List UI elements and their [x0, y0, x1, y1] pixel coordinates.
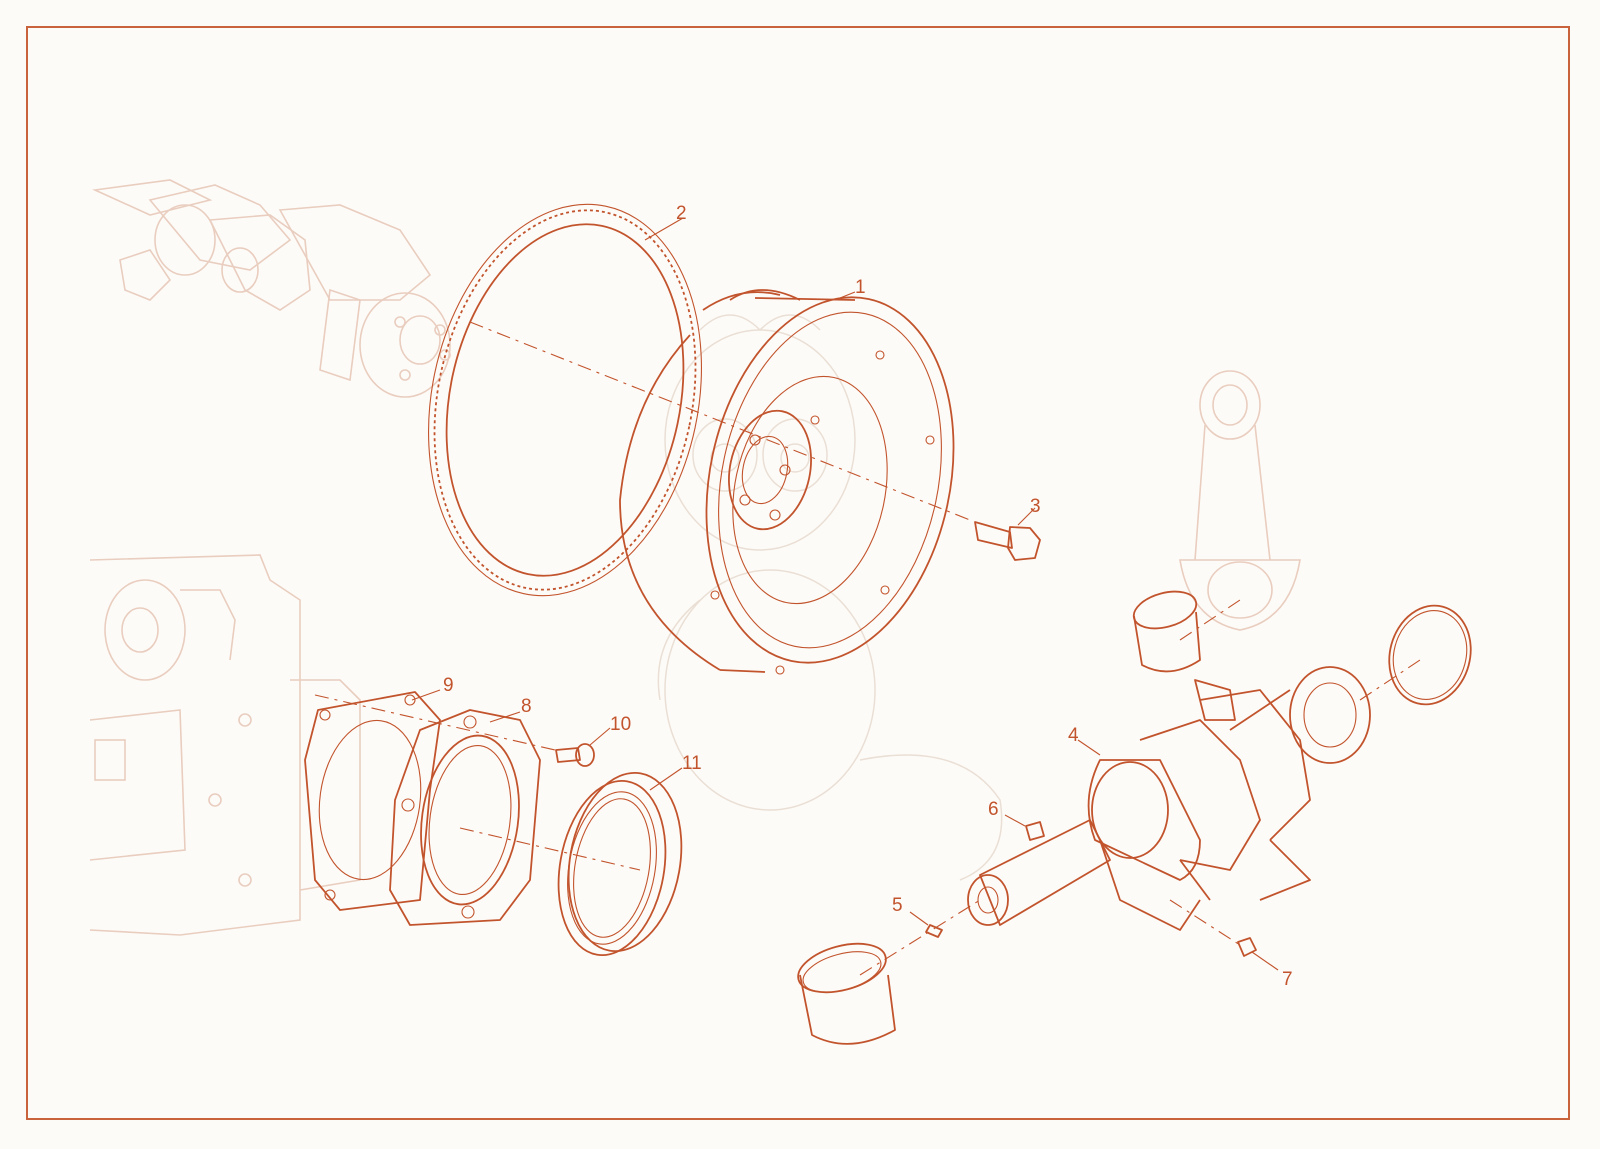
callout-8: 8	[521, 696, 532, 717]
flywheel-bolt	[974, 521, 1041, 561]
rear-oil-seal	[557, 771, 683, 957]
callout-11: 11	[682, 753, 702, 774]
callout-1: 1	[855, 277, 866, 298]
callout-2: 2	[676, 203, 687, 224]
rear-gasket	[304, 691, 441, 911]
callout-4: 4	[1068, 725, 1079, 746]
flywheel	[619, 289, 955, 675]
housing-bolt	[555, 743, 595, 767]
mascot-watermark	[657, 314, 1003, 881]
thrust-washer	[1388, 604, 1472, 706]
ring-gear	[427, 203, 703, 597]
bearing-shell-front	[797, 942, 896, 1045]
assembly-axes	[314, 321, 1421, 976]
callout-7: 7	[1282, 969, 1293, 990]
callout-3: 3	[1030, 496, 1041, 517]
woodruff-key	[1025, 821, 1045, 841]
ghost-connecting-rod	[1179, 370, 1301, 631]
seal-housing	[389, 709, 541, 926]
callout-5: 5	[892, 895, 903, 916]
dowel-pin	[925, 924, 943, 938]
drawing-border	[26, 26, 1570, 1120]
bearing-shell-upper	[1132, 590, 1201, 673]
crankshaft	[967, 666, 1371, 931]
retaining-clip	[1237, 937, 1257, 957]
callout-leaders	[411, 217, 1279, 971]
callout-6: 6	[988, 799, 999, 820]
callout-9: 9	[443, 675, 454, 696]
ghost-engine-block	[89, 554, 361, 936]
callout-10: 10	[610, 714, 632, 735]
ghost-crankshaft-context	[92, 179, 451, 398]
